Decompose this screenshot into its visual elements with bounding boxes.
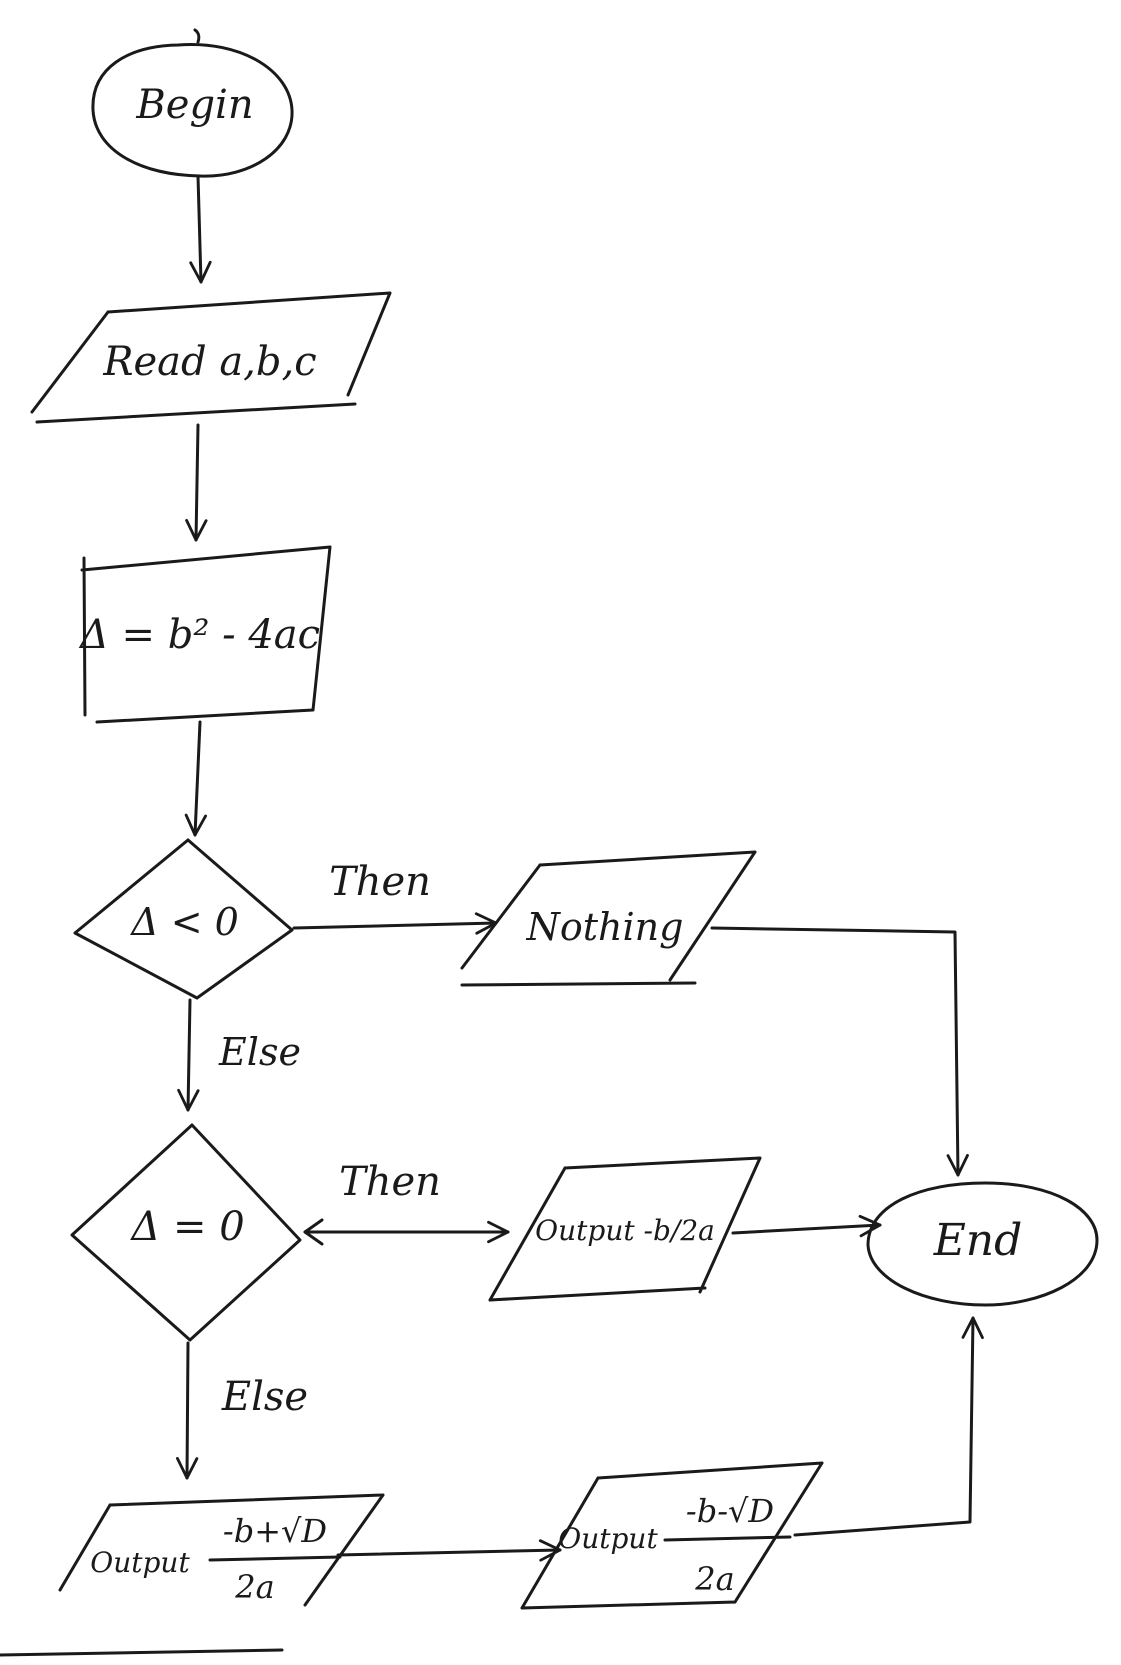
output-root-plus-node: Output -b+√D 2a	[0, 1493, 385, 1657]
edge-zero-then-return-tip	[303, 1218, 324, 1246]
output-root-plus-fraction-bar	[208, 1555, 342, 1562]
edge-negative-then-to-nothing	[292, 912, 498, 935]
nothing-output-label: Nothing	[526, 905, 684, 949]
edge-negative-else-to-condition-zero	[177, 998, 200, 1112]
nothing-output-node: Nothing	[460, 850, 757, 987]
condition-delta-zero-label: Δ = 0	[129, 1204, 244, 1250]
output-root-minus-label: Output	[558, 1522, 658, 1555]
begin-label: Begin	[135, 82, 253, 128]
edge-then-label-1: Then	[329, 859, 431, 905]
output-root-plus-label: Output	[90, 1546, 190, 1579]
output-single-root-label: Output -b/2a	[535, 1214, 715, 1247]
output-root-minus-numerator: -b-√D	[686, 1492, 774, 1530]
edge-nothing-to-end	[710, 926, 969, 1177]
condition-delta-negative-label: Δ < 0	[129, 900, 239, 944]
edge-output-plus-to-output-minus	[336, 1539, 562, 1562]
condition-delta-zero: Δ = 0	[70, 1123, 302, 1342]
read-input-label: Read a,b,c	[102, 339, 316, 385]
edge-output-minus-to-end	[793, 1316, 984, 1537]
output-root-plus-numerator: -b+√D	[223, 1512, 327, 1550]
output-root-minus-denominator: 2a	[694, 1560, 734, 1598]
edge-else-label-1: Else	[218, 1030, 301, 1074]
output-root-minus-fraction-bar	[663, 1535, 792, 1542]
begin-node: Begin	[91, 28, 294, 178]
condition-delta-negative: Δ < 0	[73, 838, 294, 1000]
edge-begin-to-read	[189, 174, 212, 284]
edge-else-label-2: Else	[221, 1374, 308, 1420]
output-single-root-node: Output -b/2a	[488, 1156, 762, 1302]
end-label: End	[933, 1215, 1023, 1266]
edge-read-to-compute	[185, 423, 208, 542]
compute-delta-label: Δ = b² - 4ac	[78, 612, 320, 658]
edge-output-single-to-end	[731, 1214, 882, 1238]
end-node: End	[866, 1181, 1099, 1307]
edge-then-label-2: Then	[339, 1159, 441, 1205]
output-root-plus-denominator: 2a	[234, 1568, 274, 1606]
edge-zero-else-to-output-plus	[175, 1341, 199, 1480]
read-input-node: Read a,b,c	[30, 291, 392, 424]
compute-delta-node: Δ = b² - 4ac	[78, 545, 332, 724]
edge-compute-to-condition-negative	[184, 720, 208, 837]
output-root-minus-node: Output -b-√D 2a	[520, 1461, 824, 1610]
